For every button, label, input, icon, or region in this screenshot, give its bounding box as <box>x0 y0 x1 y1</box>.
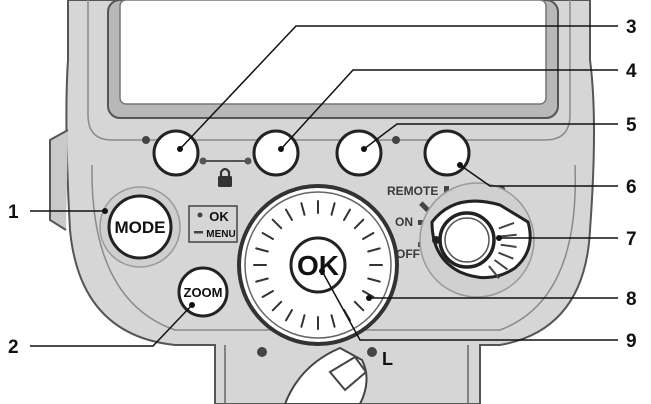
dial-tick <box>362 232 375 240</box>
switch-grip-ridge <box>500 243 517 248</box>
callout-4: 4 <box>626 61 637 82</box>
lock-lever-housing <box>224 345 469 404</box>
callout-1: 1 <box>8 202 19 223</box>
function-button-3[interactable] <box>335 129 383 177</box>
power-switch-knob[interactable] <box>438 211 496 269</box>
lock-indicator-dot-left <box>199 157 207 165</box>
left-side-edge <box>49 129 69 231</box>
dial-tick <box>300 202 306 216</box>
lock-dot-left <box>257 347 267 357</box>
dial-tick <box>343 208 351 221</box>
function-button-3-dot <box>392 136 400 144</box>
dial-tick <box>285 208 293 221</box>
power-switch-grip <box>488 221 517 279</box>
dial-tick <box>261 290 274 298</box>
dial-tick <box>330 202 336 216</box>
mode-button[interactable] <box>107 194 173 260</box>
callout-leaders <box>30 25 618 347</box>
switch-grip-ridge <box>493 259 509 271</box>
inner-panel-outline <box>87 0 571 141</box>
power-switch-knob-inner <box>444 217 490 263</box>
callout-7: 7 <box>626 229 637 250</box>
lock-lever-grip <box>328 355 368 392</box>
ok-button-label: OK <box>297 250 339 281</box>
svg-text:OK: OK <box>209 209 229 224</box>
callout-9: 9 <box>626 331 637 352</box>
selector-dial-inner-ring <box>244 191 392 339</box>
lock-indicator-dot-right <box>244 157 252 165</box>
power-switch-pointer <box>432 236 440 244</box>
dial-tick <box>255 277 269 283</box>
callout-8: 8 <box>626 289 637 310</box>
dial-tick <box>353 218 365 230</box>
switch-label-off: OFF <box>396 247 420 261</box>
callout-6: 6 <box>626 177 637 198</box>
padlock-icon <box>218 167 232 187</box>
callout-2: 2 <box>8 337 19 358</box>
svg-text:MENU: MENU <box>206 229 235 240</box>
callout-3: 3 <box>626 17 637 38</box>
switch-grip-ridge <box>498 221 515 230</box>
selector-dial-ticks <box>253 200 383 330</box>
dial-tick <box>285 309 293 322</box>
dial-tick <box>300 314 306 328</box>
lock-dot-right <box>367 347 377 357</box>
ok-button[interactable] <box>289 236 347 294</box>
switch-grip-ridge <box>488 265 500 279</box>
switch-label-remote: REMOTE <box>387 184 438 198</box>
dial-tick <box>255 247 269 253</box>
dial-tick <box>261 232 274 240</box>
zoom-button-label: ZOOM <box>184 285 223 300</box>
dial-tick <box>353 300 365 312</box>
function-button-1-dot <box>142 136 150 144</box>
switch-mark-remote <box>419 201 430 212</box>
lock-letter: L <box>382 349 393 369</box>
switch-grip-ridge <box>500 233 517 238</box>
dial-tick <box>362 290 375 298</box>
dial-tick <box>367 277 381 283</box>
callout-5: 5 <box>626 115 637 136</box>
dial-tick <box>367 247 381 253</box>
switch-grip-ridge <box>498 251 514 260</box>
dial-tick <box>271 300 283 312</box>
lcd-screen <box>119 0 547 105</box>
function-button-4[interactable] <box>423 129 471 177</box>
ok-menu-indicator: OK MENU <box>188 205 238 243</box>
callout-dots <box>102 146 502 308</box>
switch-label-on: ON <box>395 215 413 229</box>
mode-button-label: MODE <box>115 218 166 237</box>
dial-tick <box>330 314 336 328</box>
dial-tick <box>271 218 283 230</box>
